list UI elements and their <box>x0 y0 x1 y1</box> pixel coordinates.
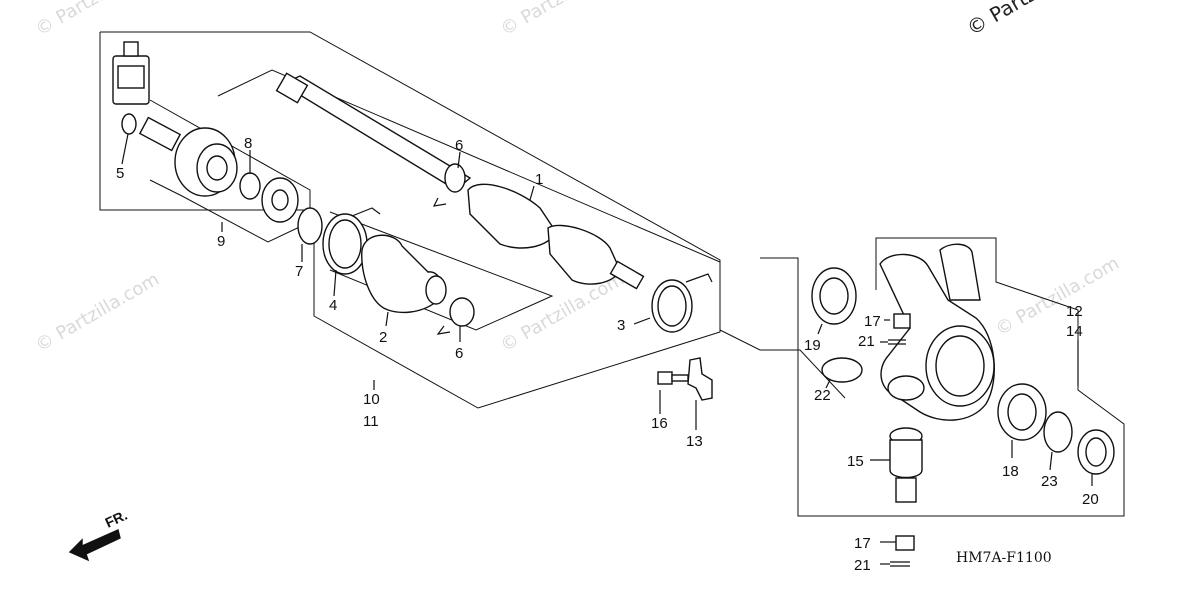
oil-seal-part <box>811 267 857 325</box>
watermark: © Partzilla.com <box>497 0 628 40</box>
leader-lines <box>121 133 1093 565</box>
small-band-part <box>436 297 475 335</box>
castle-nut-part <box>893 313 911 329</box>
callout-12: 12 <box>1066 303 1083 320</box>
ball-joint-part <box>889 427 923 503</box>
callout-2: 2 <box>379 329 387 346</box>
watermark: © Partzilla.com <box>497 269 628 357</box>
stop-ring-part <box>297 207 323 245</box>
knuckle-part <box>879 243 995 421</box>
boot-band-part <box>651 273 713 333</box>
joint-outline-9 <box>149 99 311 243</box>
cable-clamp-part <box>687 357 713 401</box>
drive-shaft-part <box>275 72 645 290</box>
callout-19: 19 <box>804 337 821 354</box>
assembly-outline-10-11 <box>99 31 721 409</box>
callout-8: 8 <box>244 135 252 152</box>
watermark: © Partzilla.com <box>32 0 163 40</box>
callout-18: 18 <box>1002 463 1019 480</box>
boot-part <box>361 234 447 314</box>
cage-part <box>261 177 299 223</box>
shaft-outline <box>217 69 721 263</box>
callout-21: 21 <box>858 333 875 350</box>
callout-3: 3 <box>617 317 625 334</box>
knuckle-outline-12-14 <box>760 237 1125 517</box>
callout-5: 5 <box>116 165 124 182</box>
callout-16: 16 <box>651 415 668 432</box>
callout-21: 21 <box>854 557 871 574</box>
diagram-code: HM7A-F1100 <box>956 550 1052 566</box>
front-direction-arrow: FR. <box>68 507 130 562</box>
callout-13: 13 <box>686 433 703 450</box>
bearing-part <box>997 383 1047 441</box>
callout-23: 23 <box>1041 473 1058 490</box>
o-ring-part <box>121 113 137 135</box>
callout-6: 6 <box>455 345 463 362</box>
callout-6: 6 <box>455 137 463 154</box>
callout-10: 10 <box>363 391 380 408</box>
grease-bottle-icon <box>112 41 150 105</box>
watermark: © Partzilla.com <box>992 253 1123 341</box>
callout-17: 17 <box>864 313 881 330</box>
boot-band-part <box>322 207 381 275</box>
cotter-pin-part <box>890 561 910 567</box>
watermark-corner: © Partzilla.com <box>963 0 1109 40</box>
callout-20: 20 <box>1082 491 1099 508</box>
callout-22: 22 <box>814 387 831 404</box>
callout-1: 1 <box>535 171 543 188</box>
castle-nut-part <box>895 535 915 551</box>
callouts: 1 2 3 4 5 6 6 7 8 9 10 11 12 13 14 15 16… <box>116 135 1099 574</box>
outer-joint-part <box>138 116 238 197</box>
watermark: © Partzilla.com <box>32 269 163 357</box>
callout-4: 4 <box>329 297 337 314</box>
direction-label: FR. <box>103 507 130 531</box>
snap-ring-part <box>821 357 863 383</box>
oil-seal-part <box>1077 429 1115 475</box>
circlip-part <box>1043 411 1073 453</box>
callout-15: 15 <box>847 453 864 470</box>
bolt-part <box>657 371 689 385</box>
cotter-pin-part <box>888 339 906 345</box>
callout-9: 9 <box>217 233 225 250</box>
callout-7: 7 <box>295 263 303 280</box>
callout-11: 11 <box>363 413 379 430</box>
callout-17: 17 <box>854 535 871 552</box>
circlip-part <box>239 172 261 200</box>
callout-14: 14 <box>1066 323 1083 340</box>
